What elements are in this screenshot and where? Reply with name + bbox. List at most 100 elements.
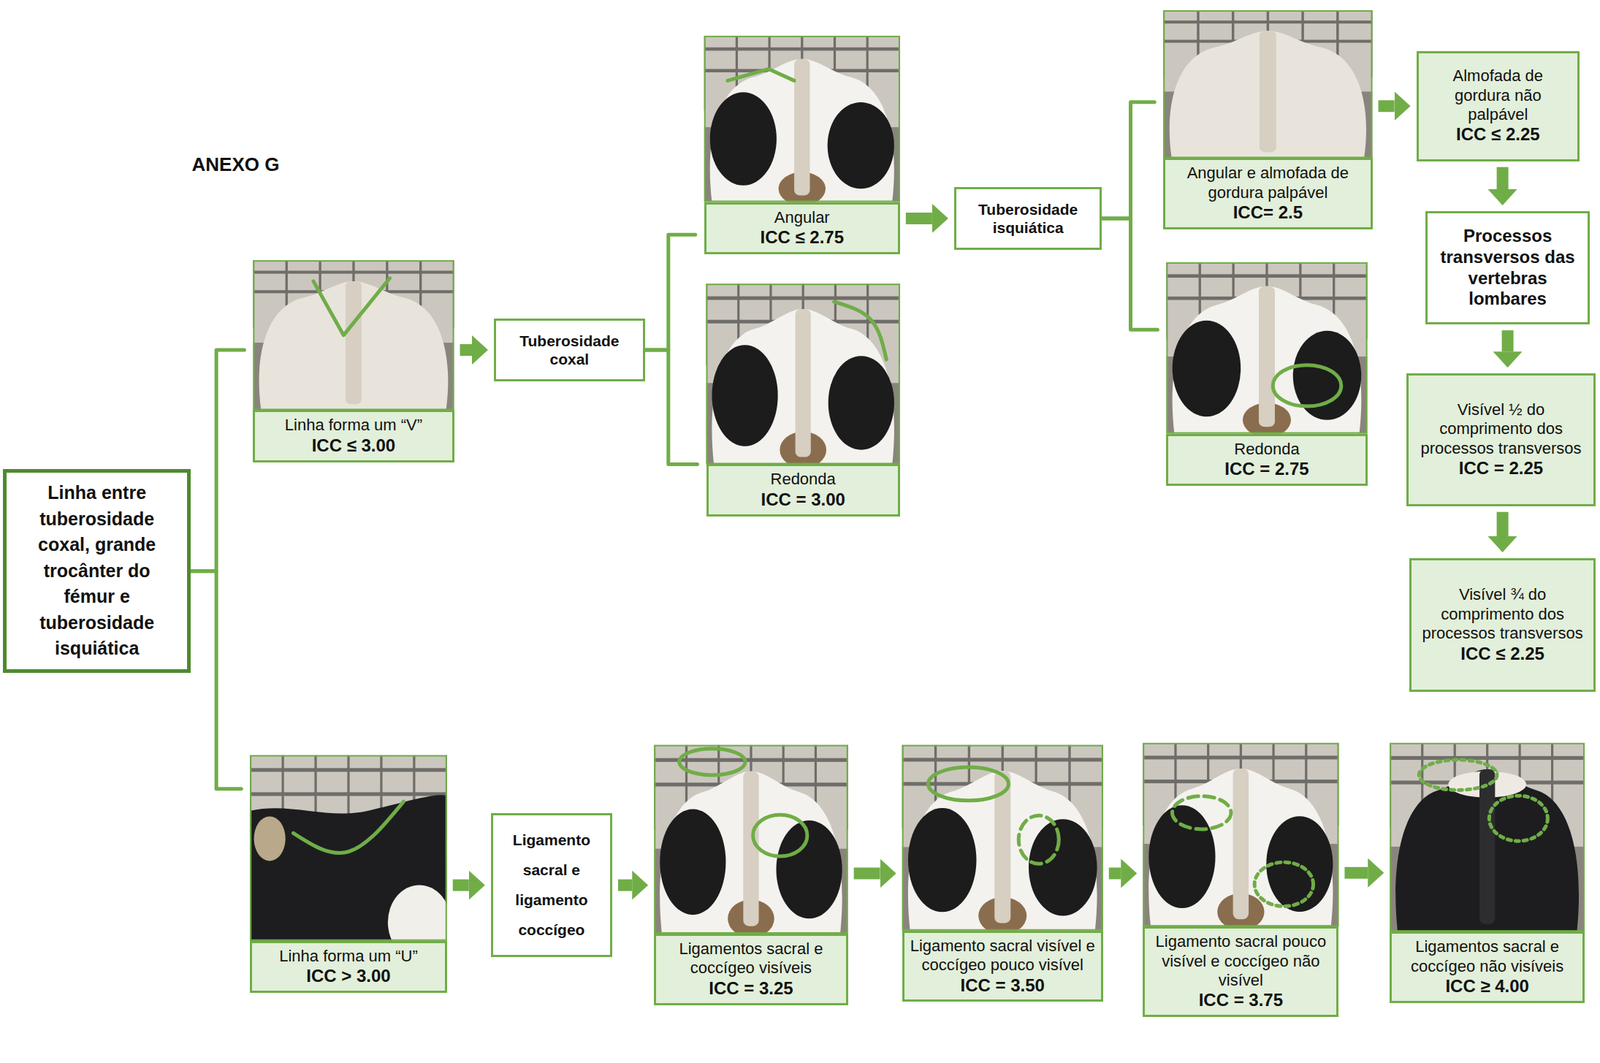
bracket-line <box>190 571 242 790</box>
page-title: ANEXO G <box>192 153 280 177</box>
flow-arrow <box>452 879 470 892</box>
photo-frame <box>1390 743 1584 931</box>
node-text: Processos transversos das vertebras lomb… <box>1434 225 1581 310</box>
annotation-mark <box>753 814 808 857</box>
photo-slot <box>249 755 448 942</box>
photo-card: Linha forma um “U”ICC > 3.00 <box>249 755 448 993</box>
cow-photo <box>705 283 902 468</box>
annotation-mark <box>1018 815 1059 864</box>
caption-panel: Linha forma um “V”ICC ≤ 3.00 <box>252 409 454 462</box>
photo-slot <box>902 745 1104 931</box>
caption-panel: Ligamento sacral visível e coccígeo pouc… <box>902 930 1104 1003</box>
node-text: Visível ½ do comprimento dos processos t… <box>1415 400 1587 459</box>
score-text: ICC = 3.25 <box>661 978 840 1000</box>
score-box: Almofada de gordura não palpávelICC ≤ 2.… <box>1416 51 1580 162</box>
flow-arrow <box>1344 867 1368 879</box>
node-text: Visível ¾ do comprimento dos processos t… <box>1418 585 1587 643</box>
photo-card: Ligamentos sacral e coccígeo visíveisICC… <box>653 745 848 1006</box>
node-text: Linha entre tuberosidade coxal, grande t… <box>18 480 176 662</box>
photo-card: Ligamento sacral visível e coccígeo pouc… <box>902 745 1104 1003</box>
photo-card: Angular e almofada de gordura palpávelIC… <box>1163 10 1373 230</box>
photo-card: Ligamento sacral pouco visível e coccíge… <box>1142 743 1339 1017</box>
annotation-mark <box>1272 365 1342 407</box>
node-text: Ligamento sacral e ligamento coccígeo <box>498 825 605 946</box>
photo-frame <box>1163 10 1372 158</box>
score-text: ICC ≤ 2.75 <box>712 227 893 249</box>
criterion-box: Tuberosidade isquiática <box>954 187 1103 251</box>
photo-card: AngularICC ≤ 2.75 <box>704 35 901 255</box>
photo-frame <box>705 36 900 202</box>
flow-arrow <box>905 212 933 225</box>
score-text: ICC ≤ 3.00 <box>260 435 446 457</box>
score-text: ICC= 2.5 <box>1171 202 1365 224</box>
photo-card: Ligamentos sacral e coccígeo não visívei… <box>1389 743 1585 1004</box>
annotation-mark <box>927 767 1009 801</box>
photo-frame <box>1166 263 1367 434</box>
photo-frame <box>250 756 447 941</box>
caption-panel: Ligamentos sacral e coccígeo não visívei… <box>1389 931 1585 1004</box>
cow-photo <box>249 755 452 960</box>
score-text: ICC ≥ 4.00 <box>1397 976 1577 998</box>
node-text: Angular <box>712 208 893 228</box>
flow-arrow <box>1502 330 1514 352</box>
caption-panel: RedondaICC = 2.75 <box>1166 433 1367 486</box>
score-text: ICC ≤ 2.25 <box>1456 124 1541 146</box>
score-text: ICC = 2.75 <box>1174 458 1359 480</box>
node-text: Redonda <box>714 469 893 489</box>
score-box: Visível ¾ do comprimento dos processos t… <box>1409 558 1597 692</box>
photo-slot <box>1163 10 1373 159</box>
score-text: ICC = 2.25 <box>1458 458 1544 480</box>
node-text: Angular e almofada de gordura palpável <box>1171 163 1365 203</box>
criterion-box: Tuberosidade coxal <box>493 318 646 383</box>
node-text: Linha forma um “V” <box>260 415 446 435</box>
photo-slot <box>1142 743 1339 927</box>
bracket-line <box>190 349 245 572</box>
cow-photo <box>1162 10 1375 159</box>
root-box: Linha entre tuberosidade coxal, grande t… <box>2 469 191 673</box>
photo-slot <box>653 745 848 934</box>
flow-arrow <box>460 344 472 356</box>
node-text: Tuberosidade isquiática <box>963 200 1093 237</box>
cow-photo <box>900 745 1104 935</box>
annotation-mark <box>1254 862 1313 906</box>
score-text: ICC = 3.75 <box>1150 989 1331 1012</box>
caption-panel: Angular e almofada de gordura palpávelIC… <box>1163 157 1373 230</box>
annotation-mark <box>313 278 391 336</box>
photo-slot <box>1389 743 1585 932</box>
caption-panel: RedondaICC = 3.00 <box>706 463 901 516</box>
cow-photo <box>1388 743 1587 932</box>
score-text: ICC > 3.00 <box>257 965 440 988</box>
cow-photo <box>1165 262 1369 437</box>
node-text: Ligamento sacral visível e coccígeo pouc… <box>910 936 1096 976</box>
annotation-mark <box>1418 759 1497 790</box>
photo-slot <box>252 260 454 410</box>
flow-arrow <box>1378 100 1395 112</box>
flow-arrow <box>1496 167 1509 190</box>
cow-photo <box>702 35 901 206</box>
cow-photo <box>1141 743 1340 931</box>
annotation-mark <box>1172 796 1232 830</box>
caption-panel: Linha forma um “U”ICC > 3.00 <box>249 941 448 993</box>
bracket-line <box>645 234 696 350</box>
bracket-line <box>645 349 698 464</box>
bracket-line <box>1101 102 1155 219</box>
node-text: Almofada de gordura não palpável <box>1426 66 1571 125</box>
score-text: ICC ≤ 2.25 <box>1460 643 1545 665</box>
flow-arrow <box>1496 512 1509 537</box>
criterion-box: Processos transversos das vertebras lomb… <box>1425 211 1590 325</box>
photo-frame <box>654 745 847 933</box>
node-text: Redonda <box>1174 439 1359 459</box>
cow-photo <box>252 260 456 410</box>
score-box: Visível ½ do comprimento dos processos t… <box>1406 373 1597 507</box>
caption-panel: Ligamento sacral pouco visível e coccíge… <box>1142 926 1339 1017</box>
annotation-mark <box>292 801 404 853</box>
caption-panel: AngularICC ≤ 2.75 <box>704 202 901 255</box>
node-text: Ligamentos sacral e coccígeo não visívei… <box>1397 937 1577 977</box>
photo-frame <box>707 284 900 464</box>
photo-slot <box>706 283 901 464</box>
photo-frame <box>1143 743 1338 926</box>
node-text: Tuberosidade coxal <box>503 331 636 369</box>
photo-slot <box>704 35 901 203</box>
score-text: ICC = 3.00 <box>714 489 893 511</box>
photo-card: RedondaICC = 2.75 <box>1166 262 1367 486</box>
